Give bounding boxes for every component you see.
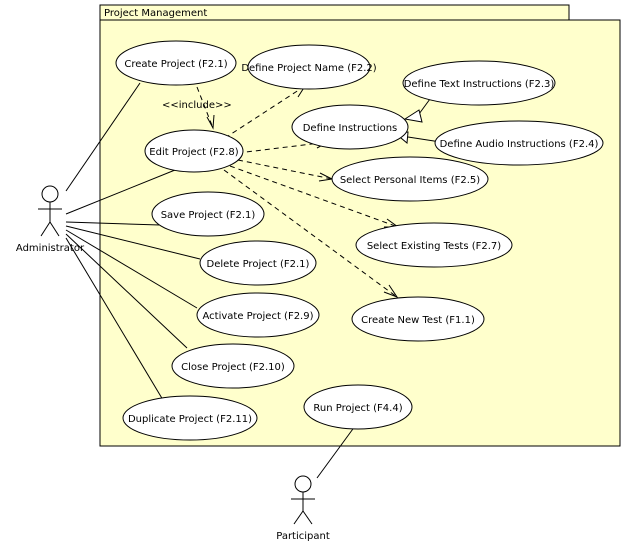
assoc-admin-activate-project [65, 229, 198, 309]
use-case-create-new-test[interactable]: Create New Test (F1.1) [351, 296, 485, 342]
include-label: <<include>> [162, 100, 232, 111]
use-case-edit-project[interactable]: Edit Project (F2.8) [144, 129, 244, 173]
use-case-define-audio-instructions[interactable]: Define Audio Instructions (F2.4) [434, 120, 604, 166]
use-case-define-text-instructions[interactable]: Define Text Instructions (F2.3) [402, 60, 556, 106]
use-case-label: Create Project (F2.1) [124, 59, 227, 70]
use-case-label: Define Project Name (F2.2) [241, 63, 376, 74]
use-case-label: Select Personal Items (F2.5) [340, 175, 480, 186]
assoc-admin-create-project [65, 82, 141, 192]
use-case-select-existing-tests[interactable]: Select Existing Tests (F2.7) [355, 222, 513, 268]
dep-edit-to-personal-items [237, 159, 333, 180]
use-case-label: Define Audio Instructions (F2.4) [440, 139, 599, 150]
arrowhead-new-test [383, 284, 399, 299]
use-case-label: Delete Project (F2.1) [207, 259, 310, 270]
assoc-admin-delete-project [65, 225, 201, 260]
dep-edit-to-existing-tests [229, 165, 399, 228]
package-title: Project Management [104, 8, 207, 19]
use-case-label: Edit Project (F2.8) [149, 147, 238, 158]
assoc-admin-save-project [65, 221, 161, 226]
actor-right-leg [302, 510, 313, 525]
use-case-activate-project[interactable]: Activate Project (F2.9) [196, 292, 320, 338]
assoc-admin-close-project [65, 233, 188, 349]
actor-administrator[interactable]: Administrator [16, 185, 85, 254]
actor-left-leg [40, 221, 51, 237]
use-case-label: Define Text Instructions (F2.3) [404, 79, 555, 90]
actor-head [294, 475, 312, 493]
use-case-close-project[interactable]: Close Project (F2.10) [171, 343, 295, 389]
actor-left-leg [293, 510, 304, 525]
administrator-associations [65, 82, 201, 401]
use-case-define-project-name[interactable]: Define Project Name (F2.2) [241, 44, 377, 90]
use-case-define-instructions[interactable]: Define Instructions [291, 104, 409, 150]
use-case-label: Duplicate Project (F2.11) [128, 414, 252, 425]
actor-label: Participant [276, 531, 330, 542]
assoc-admin-edit-project [65, 167, 181, 215]
actor-head [41, 185, 59, 203]
use-case-label: Create New Test (F1.1) [361, 315, 475, 326]
use-cases: Create Project (F2.1) Define Project Nam… [115, 40, 604, 441]
use-case-duplicate-project[interactable]: Duplicate Project (F2.11) [122, 395, 258, 441]
use-case-run-project[interactable]: Run Project (F4.4) [303, 384, 413, 430]
actor-participant[interactable]: Participant [276, 475, 330, 542]
use-case-label: Close Project (F2.10) [181, 362, 285, 373]
use-case-delete-project[interactable]: Delete Project (F2.1) [199, 240, 317, 286]
assoc-admin-duplicate-project [65, 237, 164, 401]
use-case-create-project[interactable]: Create Project (F2.1) [115, 40, 237, 86]
gen-head-text [403, 109, 423, 123]
assoc-participant-run-project [316, 421, 359, 479]
gen-text-to-instructions [418, 98, 431, 115]
actor-right-leg [49, 221, 60, 237]
use-case-label: Run Project (F4.4) [313, 403, 402, 414]
use-case-save-project[interactable]: Save Project (F2.1) [151, 191, 265, 237]
dep-edit-to-project-name [224, 85, 306, 139]
use-case-label: Activate Project (F2.9) [202, 311, 313, 322]
use-case-label: Select Existing Tests (F2.7) [367, 241, 501, 252]
use-case-label: Define Instructions [303, 123, 398, 134]
include-create-to-edit [196, 86, 214, 129]
use-case-label: Save Project (F2.1) [161, 210, 256, 221]
include-arrowhead [206, 114, 215, 130]
actor-label: Administrator [16, 243, 85, 254]
use-case-select-personal-items[interactable]: Select Personal Items (F2.5) [331, 156, 489, 202]
